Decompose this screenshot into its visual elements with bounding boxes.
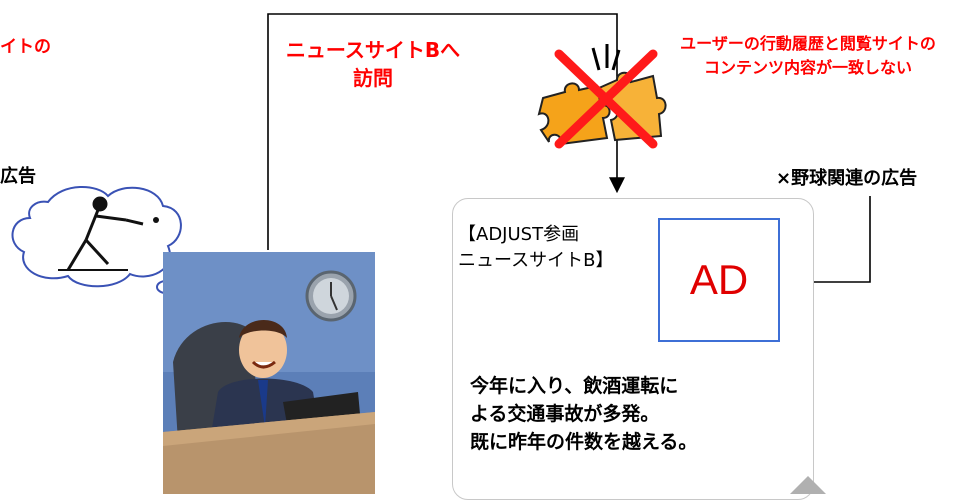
article-text: 今年に入り、飲酒運転に よる交通事故が多発。 既に昨年の件数を越える。 <box>470 372 697 456</box>
baseball-ad-label: ×野球関連の広告 <box>776 168 918 189</box>
visit-label-line2: 訪問 <box>353 66 393 90</box>
ad-label-line <box>782 196 871 290</box>
site-title-line1: 【ADJUST参画 <box>458 224 580 245</box>
site-title: 【ADJUST参画 ニュースサイトB】 <box>458 222 613 274</box>
puzzle-mismatch-icon <box>537 44 667 149</box>
ad-text: AD <box>689 256 749 303</box>
visit-label: ニュースサイトBへ 訪問 <box>278 36 468 92</box>
mismatch-label-line2: コンテンツ内容が一致しない <box>703 58 912 77</box>
page-curl-icon <box>790 476 826 494</box>
left-ad-label-fragment: 広告 <box>0 166 36 187</box>
visit-label-line1: ニュースサイトBへ <box>285 38 461 62</box>
baseball-player-icon <box>58 196 144 271</box>
site-title-line2: ニュースサイトB】 <box>458 250 614 271</box>
ad-slot[interactable]: AD <box>658 218 780 342</box>
article-line2: よる交通事故が多発。 <box>470 403 660 425</box>
mismatch-label: ユーザーの行動履歴と閲覧サイトの コンテンツ内容が一致しない <box>648 32 968 80</box>
article-line3: 既に昨年の件数を越える。 <box>470 431 698 453</box>
article-line1: 今年に入り、飲酒運転に <box>470 375 679 397</box>
man-face <box>239 322 287 378</box>
user-at-desk-illustration <box>163 252 375 494</box>
baseball-icon <box>153 217 159 223</box>
user-history-label-fragment: イトの <box>0 37 51 57</box>
mismatch-label-line1: ユーザーの行動履歴と閲覧サイトの <box>680 34 936 53</box>
